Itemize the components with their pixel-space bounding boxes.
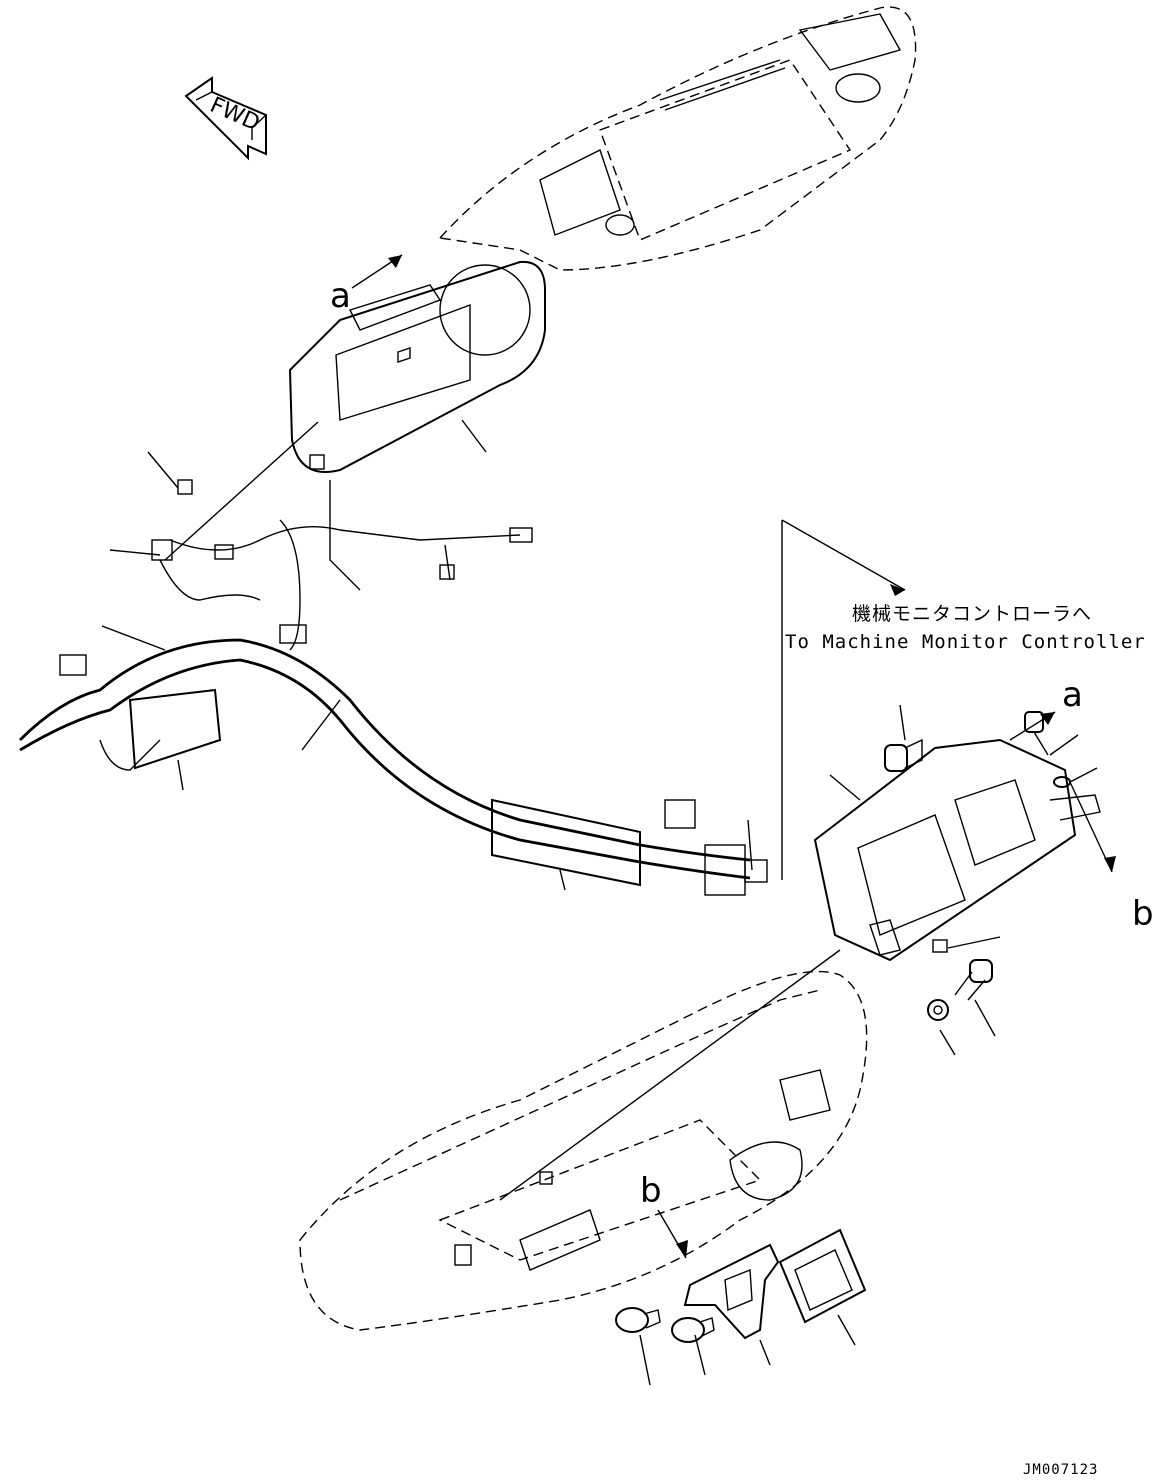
fwd-label: FWD [206, 93, 263, 137]
bolt-icon-3 [954, 959, 993, 1001]
relay-box [778, 1228, 867, 1324]
callout-arrows [351, 254, 1116, 1259]
bolt-icon-1 [884, 738, 923, 772]
callout-a-top: a [330, 276, 351, 316]
note-japanese: 機械モニタコントローラへ [852, 603, 1092, 625]
callout-b-bottom: b [640, 1171, 662, 1211]
clip-icon [932, 939, 948, 953]
controller-bracket [813, 738, 1101, 962]
dashboard-panel-upper [438, 6, 917, 271]
washer-icon-2 [927, 999, 949, 1021]
bolt-icon-2 [1024, 711, 1049, 756]
leader-lines [101, 419, 1098, 1386]
forward-arrow-icon: FWD [184, 76, 267, 161]
dashboard-frame-lower [299, 970, 868, 1331]
note-english: To Machine Monitor Controller [785, 631, 1146, 653]
monitor-unit [288, 260, 546, 473]
bolt-icon-5 [671, 1317, 715, 1343]
callout-b-right: b [1132, 894, 1154, 934]
bracket-b [683, 1243, 780, 1340]
wire-harness [19, 454, 768, 896]
bolt-icon-4 [615, 1307, 661, 1333]
drawing-code: JM007123 [1023, 1462, 1098, 1478]
callout-a-right: a [1062, 675, 1083, 715]
